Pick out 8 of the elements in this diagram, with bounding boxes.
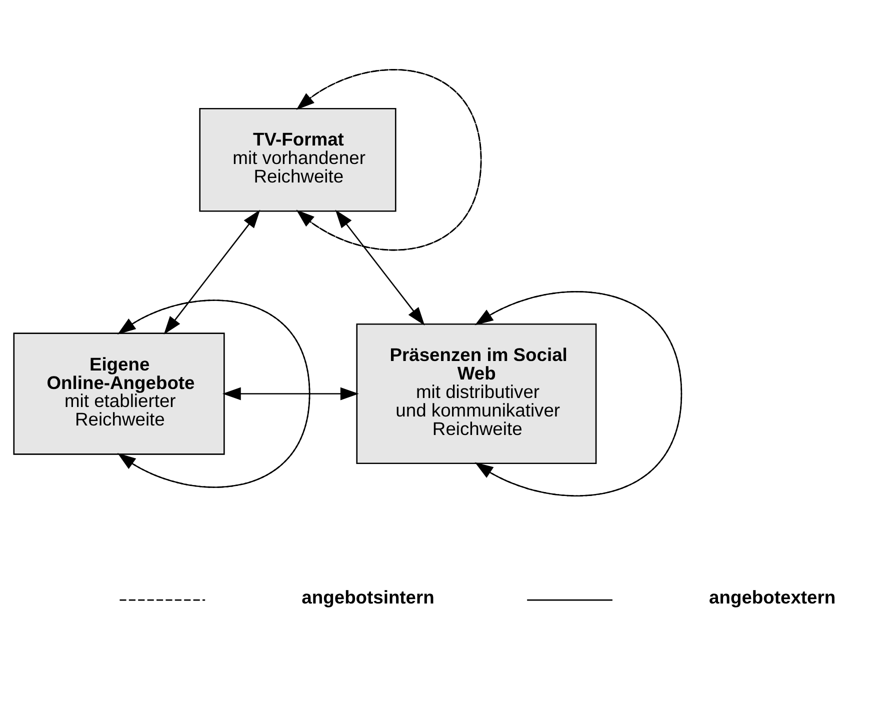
legend-label: angebotsintern [302,586,434,608]
node-box: Präsenzen im Social Web mit distributiver und kommunikativer Reichweite [356,322,597,464]
node-box: TV-Format mit vorhandener Reichweite [199,107,396,212]
arrow [164,209,260,334]
arrow [222,386,359,400]
node-box: Eigene Online-Angebote mit etablierter Reichweite [13,332,225,454]
legend-label: angebotextern [709,586,836,608]
arrow [335,209,425,325]
